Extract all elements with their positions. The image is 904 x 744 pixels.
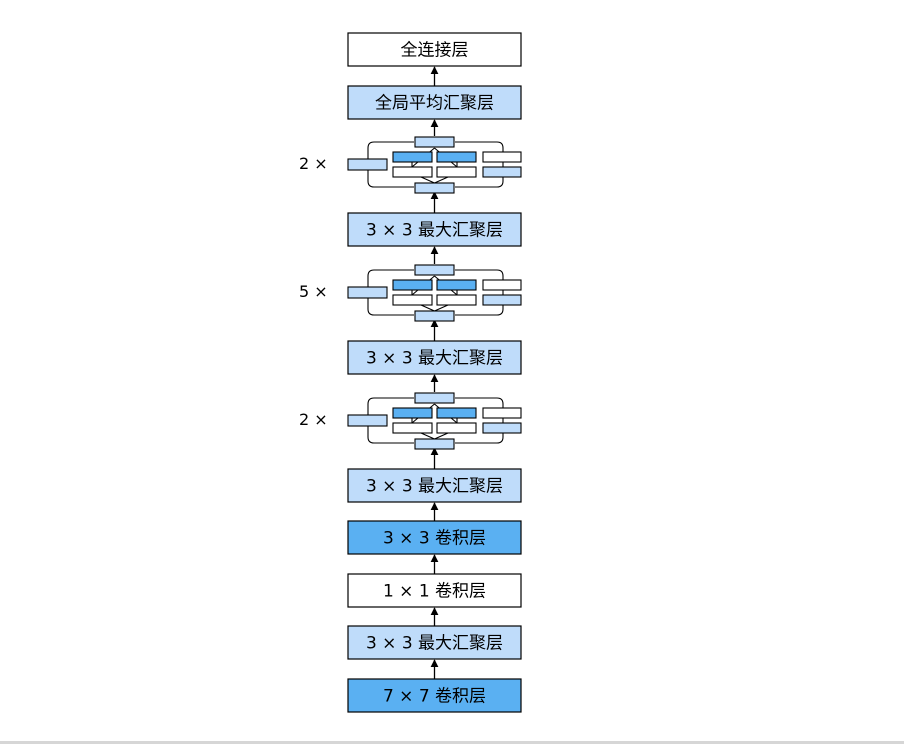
inception-bypass-box-left: [347, 414, 388, 427]
inception-branch-top-right: [436, 279, 477, 291]
layer-fc-label: 全连接层: [401, 41, 469, 61]
inception-block-inc2: [347, 264, 522, 322]
inception-block-inc1: [347, 392, 522, 450]
inception-branch-top-left: [392, 407, 433, 419]
inception-branch-bottom-left: [392, 422, 433, 434]
inception-right-loop: [455, 269, 504, 316]
multiplier-label-inc3: 2 ×: [299, 154, 328, 173]
inception-concat-bottom: [414, 310, 455, 322]
layer-gap-label: 全局平均汇聚层: [375, 94, 494, 114]
layer-maxpool-1: 3 × 3 最大汇聚层: [347, 468, 522, 503]
multiplier-label-inc1: 2 ×: [299, 410, 328, 429]
inception-right-loop: [455, 141, 504, 188]
layer-pool3-label: 3 × 3 最大汇聚层: [366, 221, 503, 241]
inception-bypass-box-left: [347, 158, 388, 171]
inception-bypass-box-right-top: [482, 279, 522, 291]
inception-concat-top: [414, 264, 455, 276]
layer-pool0-label: 3 × 3 最大汇聚层: [366, 634, 503, 654]
inception-concat-bottom: [414, 182, 455, 194]
layer-conv-7x7: 7 × 7 卷积层: [347, 678, 522, 713]
inception-branch-top-left: [392, 279, 433, 291]
layer-conv2-label: 1 × 1 卷积层: [383, 582, 486, 602]
inception-branch-top-right: [436, 151, 477, 163]
inception-bypass-box-right-bottom: [482, 166, 522, 178]
inception-branch-top-left: [392, 151, 433, 163]
layer-maxpool-3: 3 × 3 最大汇聚层: [347, 212, 522, 247]
inception-right-loop: [455, 397, 504, 444]
layer-conv-1x1: 1 × 1 卷积层: [347, 573, 522, 608]
inception-block-inc3: [347, 136, 522, 194]
inception-branch-bottom-right: [436, 166, 477, 178]
inception-bypass-box-right-bottom: [482, 422, 522, 434]
inception-branch-bottom-left: [392, 294, 433, 306]
inception-branch-bottom-right: [436, 422, 477, 434]
layer-global-avg-pool: 全局平均汇聚层: [347, 85, 522, 120]
inception-branch-bottom-left: [392, 166, 433, 178]
multiplier-label-inc2: 5 ×: [299, 282, 328, 301]
layer-pool2-label: 3 × 3 最大汇聚层: [366, 349, 503, 369]
layer-conv3-label: 3 × 3 卷积层: [383, 529, 486, 549]
inception-bypass-box-left: [347, 286, 388, 299]
inception-branch-bottom-right: [436, 294, 477, 306]
layer-maxpool-0: 3 × 3 最大汇聚层: [347, 625, 522, 660]
layer-fc: 全连接层: [347, 32, 522, 67]
inception-branch-top-right: [436, 407, 477, 419]
inception-bypass-box-right-top: [482, 407, 522, 419]
inception-concat-bottom: [414, 438, 455, 450]
layer-conv-3x3: 3 × 3 卷积层: [347, 520, 522, 555]
layer-pool1-label: 3 × 3 最大汇聚层: [366, 477, 503, 497]
inception-concat-top: [414, 136, 455, 148]
inception-bypass-box-right-top: [482, 151, 522, 163]
layer-conv1-label: 7 × 7 卷积层: [383, 687, 486, 707]
layer-maxpool-2: 3 × 3 最大汇聚层: [347, 340, 522, 375]
inception-concat-top: [414, 392, 455, 404]
inception-bypass-box-right-bottom: [482, 294, 522, 306]
bottom-divider: [0, 741, 904, 744]
